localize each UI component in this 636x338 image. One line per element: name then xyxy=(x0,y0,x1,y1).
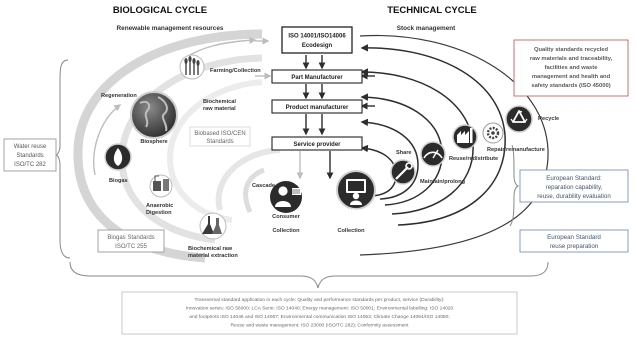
eu-reuse-line1: European Standard xyxy=(547,234,601,241)
transversal-line2: Innovation series: ISO 56000; LCA Serie:… xyxy=(186,306,454,312)
farming-collection-label: Farming/Collection xyxy=(210,68,261,74)
quality-line2: raw materials and traceability, xyxy=(530,56,613,62)
eu-reuse-standard-box: European Standard reuse preparation xyxy=(519,229,629,253)
bio-flow-arrow-left xyxy=(93,104,122,176)
tech-outer-return xyxy=(359,34,549,256)
biogas-label: Biogas xyxy=(109,178,128,184)
tech-arc-recycle xyxy=(360,44,506,226)
biochemical-raw-material-line1: Biochemical xyxy=(203,99,236,105)
anaerobic-label-line1: Anaerobic xyxy=(146,203,173,209)
biobased-line1: Biobased ISO/CEN xyxy=(194,131,245,137)
eu-repair-line3: reuse, durability evaluation xyxy=(537,193,611,200)
eu-reuse-line2: reuse preparation xyxy=(550,243,599,250)
quality-line1: Quality standards recycled xyxy=(534,47,609,53)
bottom-brace xyxy=(69,261,549,289)
water-reuse-standards: Water reuse Standards ISO/TC 282 xyxy=(3,59,71,259)
water-std-line2: Standards xyxy=(16,153,43,159)
reuse-factory-icon xyxy=(452,124,478,150)
biological-cycle-heading: BIOLOGICAL CYCLE xyxy=(113,5,207,16)
biosphere-icon xyxy=(130,91,178,139)
farming-icon xyxy=(179,54,205,80)
transversal-line4: Reuse and waste management: ISO 23000 (I… xyxy=(230,323,409,329)
consumer-label: Consumer xyxy=(272,214,300,220)
quality-line5: safety standards (ISO 45000) xyxy=(531,83,610,89)
tech-arc-maintain xyxy=(360,118,419,200)
stock-management-heading: Stock management xyxy=(397,25,456,32)
bio-inner-arc xyxy=(166,79,263,223)
product-manufacturer-box xyxy=(271,99,363,114)
product-manufacturer-label: Product manufacturer xyxy=(286,105,349,111)
central-value-chain: ISO 14001/ISO14006 Ecodesign Part Manufa… xyxy=(255,26,375,180)
eu-repair-standard-box: European Standard: reparation capability… xyxy=(509,144,629,227)
extraction-label-line1: Biochemical raw xyxy=(188,246,233,252)
regeneration-label: Regeneration xyxy=(101,93,137,99)
transversal-line3: and footprints ISO 14046 and ISO 14067; … xyxy=(189,314,449,320)
service-provider-box xyxy=(271,136,363,151)
biosphere-label: Biosphere xyxy=(140,139,167,145)
repair-gear-icon xyxy=(482,122,504,144)
recycle-label: Recycle xyxy=(538,116,559,122)
share-label: Share xyxy=(396,150,412,156)
ecodesign-box xyxy=(281,26,353,54)
chemistry-flask-icon xyxy=(199,212,227,240)
water-std-line1: Water reuse xyxy=(14,144,47,150)
reuse-redistribute-label: Reuse/redistribute xyxy=(449,156,498,162)
biogas-std-line2: ISO/TC 255 xyxy=(115,244,147,250)
share-wrench-icon xyxy=(390,159,416,185)
quality-line4: management and health and xyxy=(532,74,611,80)
quality-standards-box: Quality standards recycled raw materials… xyxy=(513,39,629,97)
ecodesign-label: Ecodesign xyxy=(302,43,333,49)
part-manufacturer-label: Part Manufacturer xyxy=(291,75,343,81)
biogas-icon xyxy=(104,143,132,171)
transversal-line1: Transversal standard application in each… xyxy=(195,297,445,303)
biogas-std-line1: Biogas Standards xyxy=(107,235,154,241)
anaerobic-label-line2: Digestion xyxy=(146,210,172,216)
water-std-line3: ISO/TC 282 xyxy=(14,162,46,168)
maintain-prolong-label: Maintain/prolong xyxy=(420,179,466,185)
cascade-arc-1 xyxy=(215,147,281,211)
renewable-resources-heading: Renewable management resources xyxy=(117,25,224,32)
maintain-gauge-icon xyxy=(420,141,446,167)
transversal-standards-box: Transversal standard application in each… xyxy=(121,291,518,335)
cascade-label: Cascade xyxy=(252,183,275,189)
biogas-standards: Biogas Standards ISO/TC 255 xyxy=(97,229,165,253)
bio-collection-label: Collection xyxy=(272,228,300,234)
biobased-standards: Biobased ISO/CEN Standards xyxy=(189,126,251,147)
recycle-icon xyxy=(505,105,533,133)
ecodesign-standard: ISO 14001/ISO14006 xyxy=(288,34,346,40)
biobased-line2: Standards xyxy=(206,139,233,145)
service-provider-label: Service provider xyxy=(293,142,341,148)
quality-line3: facilities and waste xyxy=(545,65,599,71)
repair-remanufacture-label: Repair/remanufacture xyxy=(487,147,545,153)
user-icon xyxy=(336,170,376,210)
eu-repair-line2: reparation capability, xyxy=(546,184,603,191)
user-label: User xyxy=(350,208,363,214)
eu-repair-line1: European Standard: xyxy=(546,175,602,182)
technical-cycle-heading: TECHNICAL CYCLE xyxy=(387,5,477,16)
part-manufacturer-box xyxy=(271,69,363,84)
consumer-icon xyxy=(270,181,302,213)
cascade-arc-2 xyxy=(243,167,266,214)
anaerobic-digestion-icon xyxy=(149,174,173,198)
biochemical-raw-material-line2: raw material xyxy=(203,106,236,112)
extraction-label-line2: material extraction xyxy=(188,253,238,259)
tech-collection-label: Collection xyxy=(337,228,365,234)
